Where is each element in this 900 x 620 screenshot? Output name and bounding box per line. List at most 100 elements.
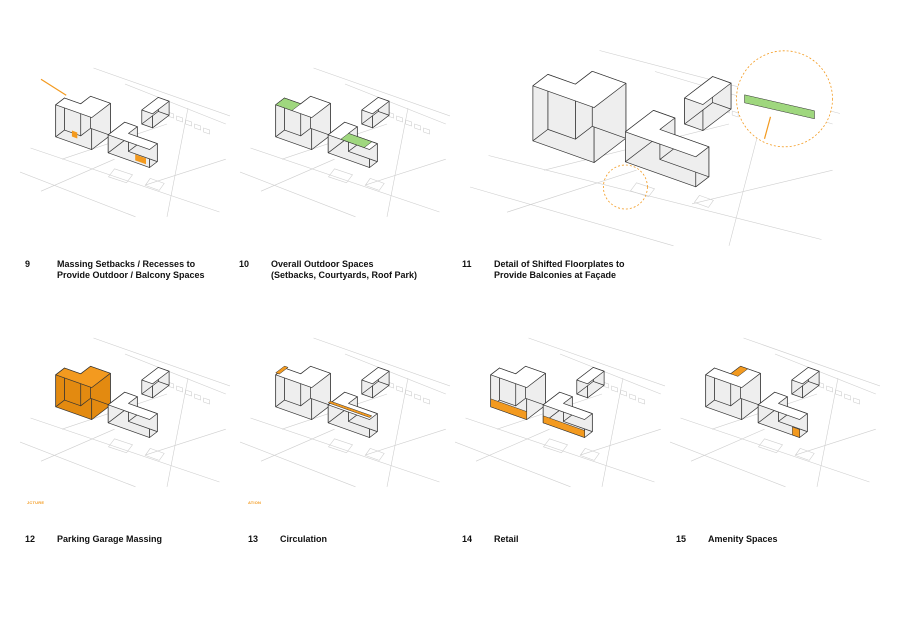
diagram-15 (670, 337, 880, 488)
site-context (240, 337, 450, 488)
building-c (361, 367, 390, 399)
diagram-13 (240, 337, 450, 488)
amenity-space (792, 426, 800, 438)
site-context (20, 337, 230, 488)
context-line (93, 67, 230, 117)
circulation-core (275, 365, 289, 375)
building-a (55, 365, 111, 420)
context-line (30, 417, 220, 483)
context-line (260, 428, 335, 462)
diagram-10 (240, 67, 450, 218)
context-building (826, 385, 833, 393)
building-b (107, 391, 158, 438)
caption-13-number: 13 (248, 534, 259, 544)
building-c (791, 367, 820, 399)
context-building (629, 393, 636, 401)
balcony-slab (744, 94, 815, 120)
highlight-setbacks (40, 78, 146, 165)
context-building (731, 110, 739, 118)
context-block (543, 438, 568, 454)
setback-recess (71, 130, 78, 139)
context-block (144, 178, 165, 191)
context-building (835, 389, 842, 397)
context-building (611, 385, 618, 393)
context-building (853, 397, 860, 405)
building-a (705, 365, 761, 420)
context-building (423, 397, 430, 405)
context-building (405, 119, 412, 127)
context-line (344, 83, 446, 125)
roof-park (275, 97, 302, 111)
amenity-space (730, 365, 749, 377)
caption-13: 13 Circulation (248, 534, 327, 545)
context-line (20, 441, 136, 488)
context-line (40, 158, 115, 192)
building-c (576, 367, 605, 399)
context-block (630, 182, 655, 198)
caption-15: 15 Amenity Spaces (676, 534, 778, 545)
highlight-detail (602, 50, 833, 210)
context-line (465, 417, 655, 483)
highlight-retail (490, 398, 585, 438)
diagram-11 (470, 50, 840, 247)
context-block (364, 178, 385, 191)
diagram-14 (455, 337, 665, 488)
context-block (579, 448, 600, 461)
caption-10-label: Overall Outdoor Spaces (Setbacks, Courty… (271, 259, 418, 280)
building-c (141, 367, 170, 399)
context-block (794, 448, 815, 461)
building-a (55, 95, 111, 150)
building-b (625, 110, 710, 188)
context-block (328, 438, 353, 454)
caption-15-label: Amenity Spaces (708, 534, 778, 544)
highlight-circulation (275, 365, 373, 418)
context-line (506, 169, 637, 213)
context-line (365, 158, 446, 186)
context-line (145, 158, 226, 186)
context-line (528, 337, 665, 387)
site-context (240, 67, 450, 218)
context-line (455, 441, 571, 488)
marker-label-13: ATION (248, 500, 262, 505)
context-line (313, 337, 450, 387)
context-line (559, 353, 661, 395)
context-line (250, 417, 440, 483)
context-line (386, 107, 409, 217)
circulation-corridor (327, 400, 373, 418)
context-line (20, 171, 136, 218)
context-building (423, 127, 430, 135)
building-b (757, 391, 808, 438)
context-block (328, 168, 353, 184)
detail-callout (602, 164, 648, 210)
context-line (344, 353, 446, 395)
caption-14-label: Retail (494, 534, 519, 544)
context-line (40, 428, 115, 462)
context-building (203, 127, 210, 135)
site-context (670, 337, 880, 488)
caption-14-number: 14 (462, 534, 473, 544)
context-block (693, 195, 714, 208)
building-a (532, 70, 627, 163)
caption-9: 9 Massing Setbacks / Recesses to Provide… (25, 259, 205, 281)
context-building (638, 397, 645, 405)
context-line (145, 428, 226, 456)
building-c (361, 97, 390, 129)
context-line (670, 441, 786, 488)
caption-10-number: 10 (239, 259, 250, 269)
diagram-9 (20, 67, 230, 218)
context-building (414, 123, 421, 131)
context-line (795, 428, 876, 456)
context-building (203, 397, 210, 405)
diagram-12 (20, 337, 230, 488)
context-line (240, 441, 356, 488)
building-b (327, 121, 378, 168)
arrow-icon (763, 116, 772, 139)
context-building (176, 385, 183, 393)
context-line (124, 83, 226, 125)
context-line (386, 377, 409, 487)
context-line (816, 377, 839, 487)
building-c (141, 97, 170, 129)
context-building (194, 393, 201, 401)
caption-15-number: 15 (676, 534, 687, 544)
marker-label-12: JCTURE (27, 500, 45, 505)
